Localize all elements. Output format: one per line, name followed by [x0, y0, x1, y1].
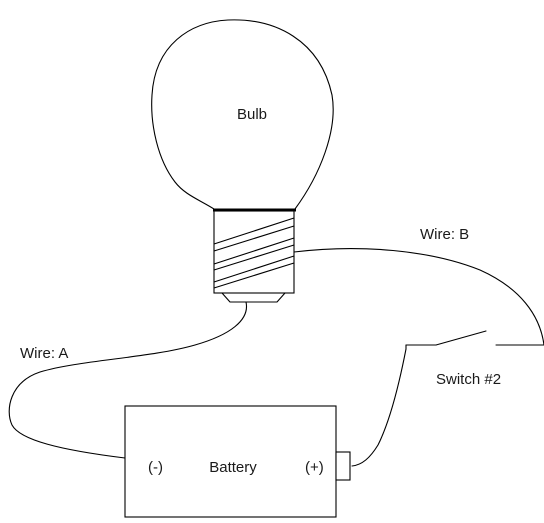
battery-label: Battery — [209, 459, 257, 476]
wire-switch-battery — [351, 348, 407, 467]
battery-negative-label: (-) — [148, 459, 163, 476]
battery-body — [124, 405, 337, 518]
wire-b — [293, 248, 544, 346]
wire-a — [8, 301, 248, 459]
wire-a-label: Wire: A — [20, 345, 68, 362]
switch-label: Switch #2 — [436, 371, 501, 388]
bulb-label: Bulb — [237, 106, 267, 123]
battery-terminal — [335, 451, 351, 481]
bulb-glass — [151, 19, 334, 210]
battery-positive-label: (+) — [305, 459, 324, 476]
wire-b-label: Wire: B — [420, 226, 469, 243]
bulb-base — [213, 208, 296, 303]
switch — [405, 330, 544, 350]
